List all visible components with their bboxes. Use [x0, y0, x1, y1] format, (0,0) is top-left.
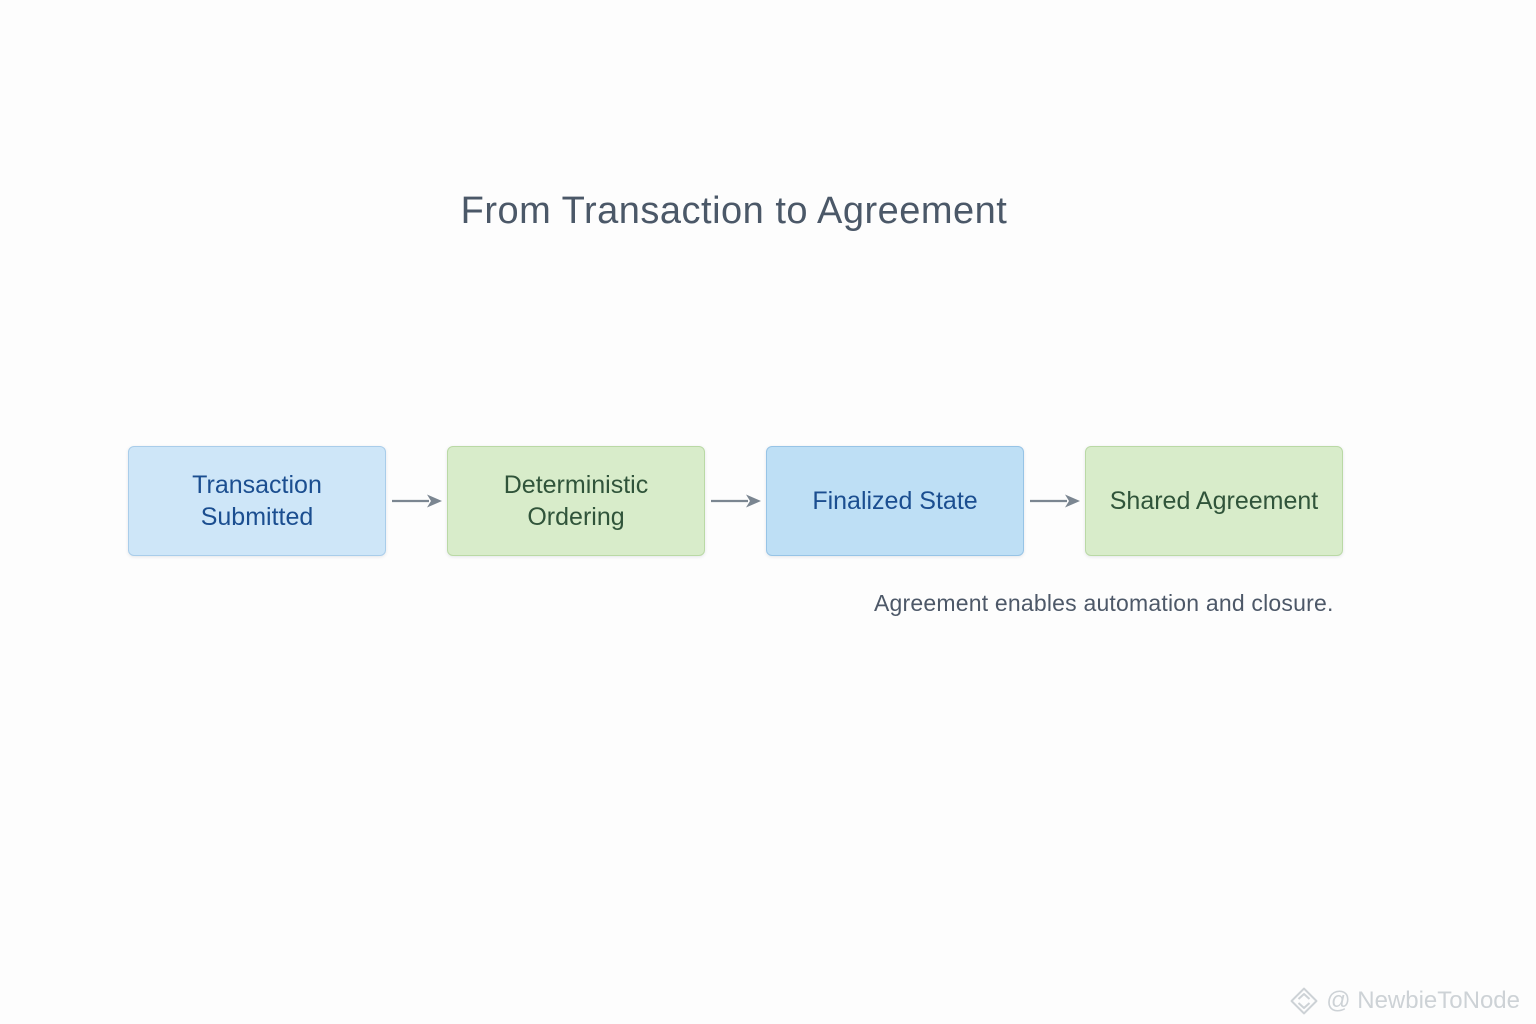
flow-arrow: [386, 446, 447, 556]
diamond-logo-icon: [1289, 986, 1319, 1016]
flow-step-shared-agreement: Shared Agreement: [1085, 446, 1343, 556]
flow-step-transaction-submitted: Transaction Submitted: [128, 446, 386, 556]
watermark-text: @ NewbieToNode: [1326, 987, 1520, 1014]
flow-step-label: Deterministic Ordering: [503, 471, 649, 531]
arrow-right-icon: [391, 494, 442, 508]
flow-step-label: Shared Agreement: [1109, 487, 1319, 515]
diagram-title-wrap: From Transaction to Agreement: [0, 190, 1468, 233]
diagram-caption: Agreement enables automation and closure…: [874, 590, 1334, 616]
flow-arrow: [705, 446, 766, 556]
page-title: From Transaction to Agreement: [460, 190, 1008, 232]
flow-step-finalized-state: Finalized State: [766, 446, 1024, 556]
flow-diagram: Transaction Submitted Deterministic Orde…: [128, 446, 1343, 556]
arrow-right-icon: [710, 494, 761, 508]
flow-step-label: Finalized State: [812, 487, 978, 515]
arrow-right-icon: [1029, 494, 1080, 508]
flow-step-deterministic-ordering: Deterministic Ordering: [447, 446, 705, 556]
watermark: @ NewbieToNode: [1289, 986, 1520, 1016]
flow-step-label: Transaction Submitted: [192, 471, 322, 531]
flow-arrow: [1024, 446, 1085, 556]
